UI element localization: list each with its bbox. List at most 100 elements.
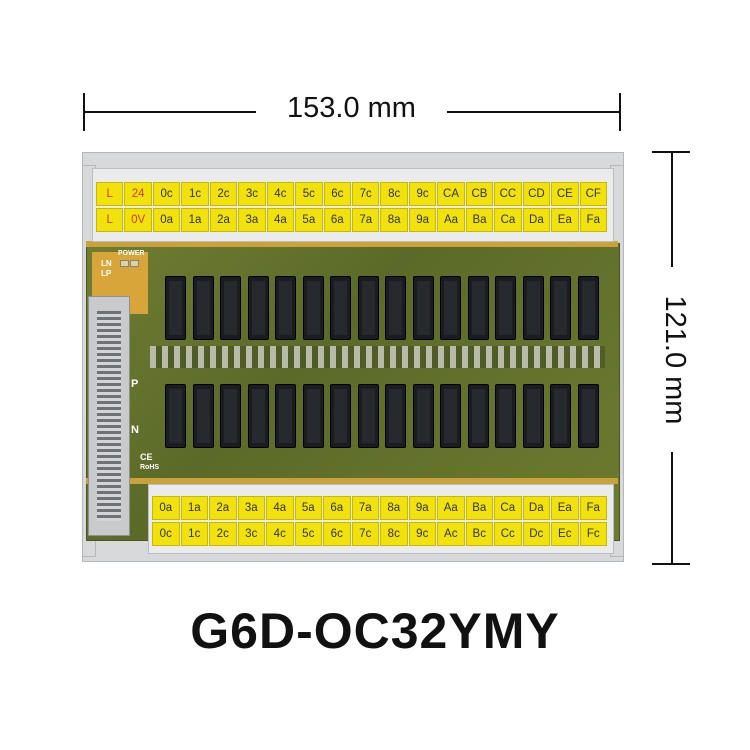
height-dim-line-top <box>671 152 673 267</box>
terminal-bot-row1-10: Aa <box>437 496 465 520</box>
height-dimension-label: 121.0 mm <box>659 295 691 425</box>
terminal-top-row2-6: 4a <box>266 208 295 232</box>
width-dim-line-left <box>84 111 256 113</box>
relays-top-relay-13 <box>522 276 544 340</box>
terminal-top-row2-16: Ea <box>551 208 579 232</box>
relays-bottom-relay-11 <box>467 384 489 448</box>
terminal-top-row1-13: CB <box>465 182 494 206</box>
terminal-top-row1-12: CA <box>437 182 465 206</box>
relays-bottom-relay-9 <box>412 384 434 448</box>
terminal-top-row2-15: Da <box>522 208 551 232</box>
relays-top-relay-6 <box>330 276 351 340</box>
relays-bottom-relay-8 <box>385 384 406 448</box>
terminal-top-row2-4: 2a <box>209 208 238 232</box>
terminal-bot-row2-11: Bc <box>465 522 493 546</box>
terminal-bot-row2-4: 4c <box>266 522 294 546</box>
terminal-bot-row1-2: 2a <box>209 496 237 520</box>
relays-top-relay-10 <box>440 276 461 340</box>
terminal-bot-row2-1: 1c <box>180 522 208 546</box>
terminal-top-row1-5: 3c <box>238 182 266 206</box>
silk-power: POWER <box>118 250 145 257</box>
terminal-bot-row1-9: 9a <box>408 496 436 520</box>
terminal-top-row2-14: Ca <box>494 208 522 232</box>
terminal-bot-row2-2: 2c <box>209 522 237 546</box>
width-dim-right-tick <box>619 93 621 131</box>
silk-ce: CE <box>140 452 153 462</box>
relays-top-relay-8 <box>385 276 406 340</box>
terminal-bot-row1-12: Ca <box>494 496 522 520</box>
terminal-top-row2-11: 9a <box>408 208 437 232</box>
silk-rohs: RoHS <box>140 464 160 471</box>
terminal-bot-row2-0: 0c <box>152 522 180 546</box>
terminal-bot-row2-3: 3c <box>237 522 265 546</box>
relays-top-relay-15 <box>577 276 599 340</box>
relays-top-relay-7 <box>357 276 379 340</box>
smd-component-row <box>150 346 605 368</box>
relays-bottom-relay-3 <box>247 384 269 448</box>
pcb-stripe-bottom <box>86 478 618 484</box>
terminal-top-row2-12: Aa <box>437 208 465 232</box>
terminal-top-row1-15: CD <box>522 182 551 206</box>
relays-top-relay-3 <box>247 276 269 340</box>
terminal-bot-row1-13: Da <box>522 496 550 520</box>
silk-n: N <box>131 424 139 436</box>
relays-bottom-relay-14 <box>550 384 571 448</box>
relays-top-relay-5 <box>302 276 324 340</box>
terminal-top-row2-10: 8a <box>380 208 408 232</box>
terminal-top-row1-3: 1c <box>181 182 209 206</box>
power-led <box>120 260 129 267</box>
terminal-bot-row2-8: 8c <box>380 522 408 546</box>
terminal-top-row2-0: L <box>96 208 124 232</box>
terminal-bot-row2-15: Fc <box>579 522 607 546</box>
silk-lp: LP <box>101 269 112 278</box>
terminal-bot-row1-3: 3a <box>237 496 265 520</box>
terminal-top-row2-1: 0V <box>124 208 152 232</box>
relays-top-relay-4 <box>275 276 296 340</box>
terminal-bot-row2-12: Cc <box>494 522 522 546</box>
terminal-bot-row2-14: Ec <box>551 522 579 546</box>
terminal-top-row2-2: 0a <box>152 208 181 232</box>
height-dim-line-bottom <box>671 452 673 564</box>
terminal-bot-row2-5: 5c <box>294 522 322 546</box>
terminal-top-row2-7: 5a <box>295 208 323 232</box>
relays-bottom-relay-5 <box>302 384 324 448</box>
terminal-bot-row2-9: 9c <box>408 522 436 546</box>
terminal-bot-row1-7: 7a <box>351 496 379 520</box>
terminal-top-row1-1: 24 <box>124 182 152 206</box>
terminal-top-row1-7: 5c <box>295 182 323 206</box>
relays-top-relay-9 <box>412 276 434 340</box>
relays-top-relay-0 <box>165 276 186 340</box>
terminal-top-row2-17: Fa <box>579 208 607 232</box>
relays-top-relay-11 <box>467 276 489 340</box>
relays-bottom-relay-1 <box>192 384 214 448</box>
relays-bottom-relay-12 <box>495 384 516 448</box>
terminal-bot-row1-15: Fa <box>579 496 607 520</box>
height-dim-bottom-tick <box>652 563 690 565</box>
terminal-top-row2-3: 1a <box>181 208 209 232</box>
terminal-top-row1-14: CC <box>494 182 522 206</box>
terminal-bot-row1-11: Ba <box>465 496 493 520</box>
terminal-top-row1-0: L <box>96 182 124 206</box>
relays-top-relay-12 <box>495 276 516 340</box>
relays-bottom-relay-2 <box>220 384 241 448</box>
relays-bottom-relay-10 <box>440 384 461 448</box>
terminal-bot-row2-13: Dc <box>522 522 550 546</box>
terminal-bot-row2-7: 7c <box>351 522 379 546</box>
terminal-top-row1-4: 2c <box>209 182 238 206</box>
terminal-bot-row2-10: Ac <box>437 522 465 546</box>
relays-bottom-relay-7 <box>357 384 379 448</box>
terminal-top-row2-8: 6a <box>323 208 351 232</box>
terminal-top-row1-16: CE <box>551 182 579 206</box>
relays-bottom-relay-0 <box>165 384 186 448</box>
model-name: G6D-OC32YMY <box>190 603 560 659</box>
relays-bottom-relay-13 <box>522 384 544 448</box>
terminal-top-row1-9: 7c <box>352 182 380 206</box>
relays-bottom-relay-4 <box>275 384 296 448</box>
ribbon-connector <box>88 296 130 536</box>
terminal-top-row2-9: 7a <box>352 208 380 232</box>
terminal-bot-row1-14: Ea <box>551 496 579 520</box>
terminal-top-row1-17: CF <box>579 182 607 206</box>
relays-top-relay-1 <box>192 276 214 340</box>
relays-top-relay-2 <box>220 276 241 340</box>
relays-bottom-relay-15 <box>577 384 599 448</box>
